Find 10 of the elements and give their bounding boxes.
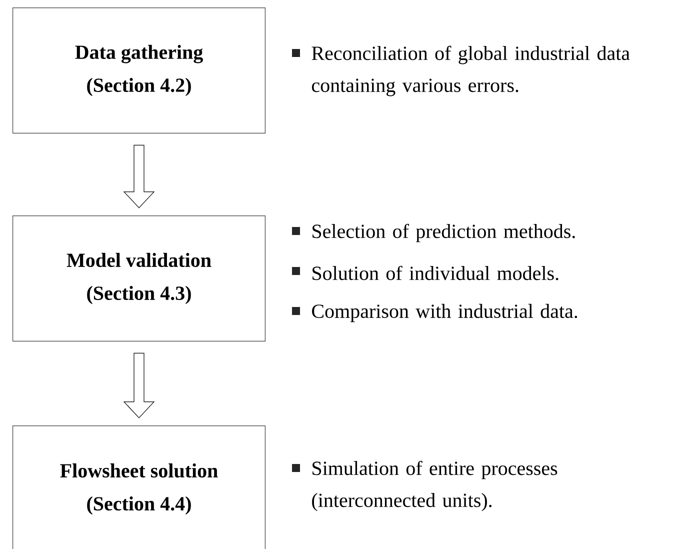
block-arrow [123,144,155,208]
block-arrow [123,352,155,418]
bullet-item: Reconciliation of global industrial data containing various errors. [292,46,630,96]
process-box: Model validation (Section 4.3) [12,216,266,342]
bullet-item: Simulation of entire processes (interconnected units). [292,460,558,512]
bullet-item: Selection of prediction methods. [292,224,575,242]
process-box: Flowsheet solution (Section 4.4) [12,426,266,549]
process-box: Data gathering (Section 4.2) [12,8,266,134]
bullet-item: Solution of individual models. [292,266,558,280]
bullet-item: Comparison with industrial data. [292,304,578,322]
